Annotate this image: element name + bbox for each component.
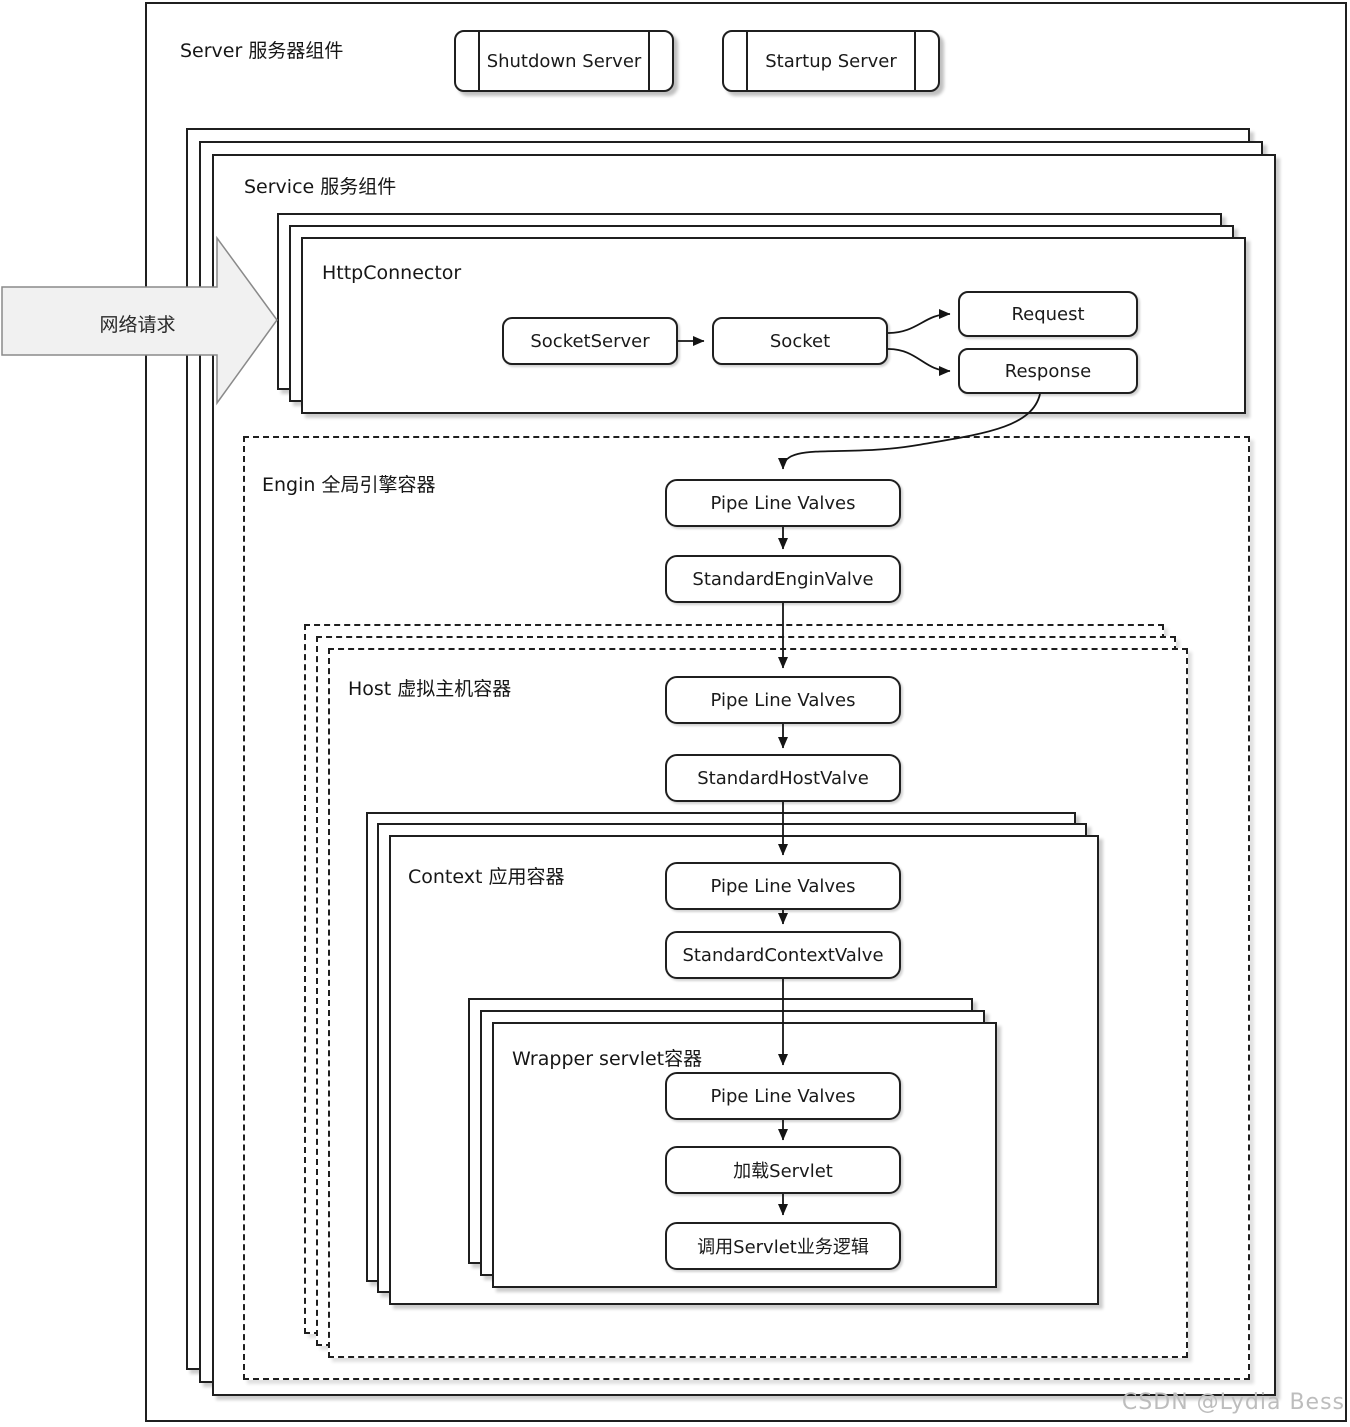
socketserver-box: SocketServer <box>502 317 678 365</box>
httpconnector-label: HttpConnector <box>322 262 462 284</box>
wrapper-invoke-servlet-box: 调用Servlet业务逻辑 <box>665 1222 901 1270</box>
host-valve-box: StandardHostValve <box>665 754 901 802</box>
watermark: CSDN @Lydia Bess <box>1121 1390 1345 1415</box>
host-pipeline-box: Pipe Line Valves <box>665 676 901 724</box>
service-label: Service 服务组件 <box>244 176 397 198</box>
shutdown-server-label: Shutdown Server <box>486 50 642 72</box>
context-valve-box: StandardContextValve <box>665 931 901 979</box>
request-box: Request <box>958 291 1138 337</box>
wrapper-load-servlet-box: 加载Servlet <box>665 1146 901 1194</box>
startup-server-node: Startup Server <box>722 30 940 92</box>
startup-server-label: Startup Server <box>765 50 897 72</box>
network-request-label: 网络请求 <box>99 314 176 336</box>
node-bar-left-icon <box>478 32 480 90</box>
engine-label: Engin 全局引擎容器 <box>262 474 436 496</box>
wrapper-label: Wrapper servlet容器 <box>512 1048 703 1070</box>
wrapper-pipeline-box: Pipe Line Valves <box>665 1072 901 1120</box>
engine-valve-box: StandardEnginValve <box>665 555 901 603</box>
server-label: Server 服务器组件 <box>180 40 344 62</box>
node-bar-right-icon <box>914 32 916 90</box>
node-bar-left-icon <box>746 32 748 90</box>
engine-pipeline-box: Pipe Line Valves <box>665 479 901 527</box>
context-label: Context 应用容器 <box>408 866 565 888</box>
context-pipeline-box: Pipe Line Valves <box>665 862 901 910</box>
node-bar-right-icon <box>648 32 650 90</box>
host-label: Host 虚拟主机容器 <box>348 678 512 700</box>
socket-box: Socket <box>712 317 888 365</box>
shutdown-server-node: Shutdown Server <box>454 30 674 92</box>
response-box: Response <box>958 348 1138 394</box>
